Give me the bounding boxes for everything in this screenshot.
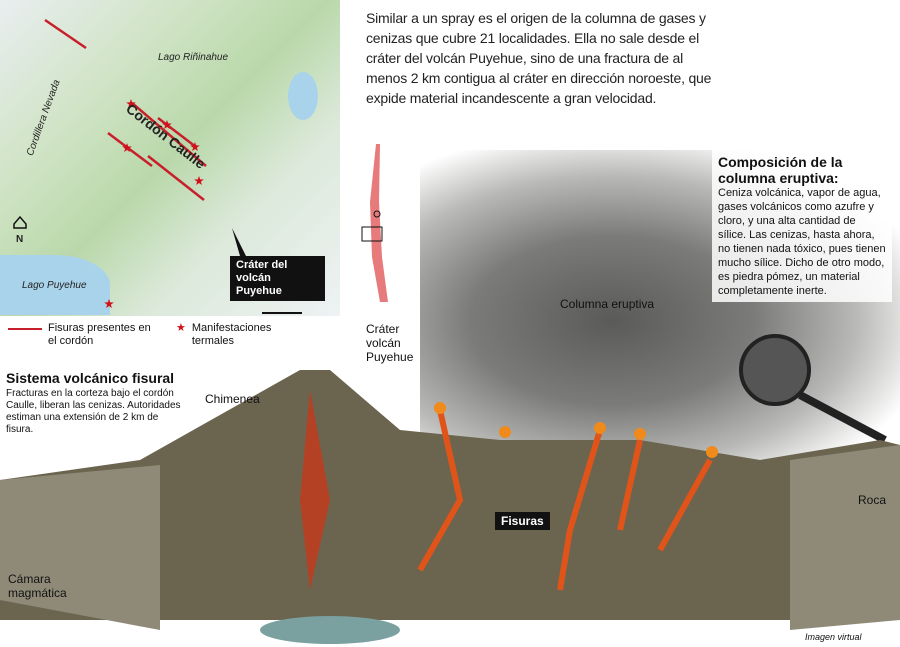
label-fisuras: Fisuras (495, 512, 550, 530)
legend-thermal: ★ Manifestaciones termales (176, 322, 302, 348)
volcano-block-diagram (0, 370, 900, 644)
image-credit: Imagen virtual (805, 632, 862, 642)
lake (288, 72, 318, 120)
crater-label: Cráter del volcán Puyehue (230, 256, 325, 301)
north-arrow-icon (13, 215, 27, 229)
label-roca: Roca (858, 493, 887, 507)
system-title: Sistema volcánico fisural (6, 370, 175, 386)
star-icon: ★ (176, 322, 186, 334)
fissure-line-icon (8, 328, 42, 330)
system-body: Fracturas en la corteza bajo el cordón C… (6, 388, 181, 435)
legend-thermal-label: Manifestaciones termales (191, 322, 272, 347)
lake-puyehue (0, 255, 110, 315)
composition-box: Composición de la columna eruptiva: Ceni… (712, 150, 892, 302)
label-lago-puyehue: Lago Puyehue (22, 280, 87, 291)
legend-fissures-label: Fisuras presentes en el cordón (48, 322, 151, 347)
label-lago-rininahue: Lago Riñinahue (158, 52, 229, 63)
legend-fissures: Fisuras presentes en el cordón (8, 322, 158, 348)
north-label: N (16, 234, 24, 245)
label-chimenea: Chimenea (205, 392, 260, 406)
fissure-lines (13, 18, 302, 314)
magnifier-icon (739, 334, 887, 444)
location-map: Lago Riñinahue Cordillera Nevada Cordón … (0, 0, 340, 316)
system-description: Sistema volcánico fisural Fracturas en l… (6, 370, 182, 436)
composition-title: Composición de la columna eruptiva: (718, 154, 843, 186)
chile-map-icon (361, 144, 388, 302)
label-crater: Cráter volcán Puyehue (366, 322, 414, 364)
headline-text: Similar a un spray es el origen de la co… (366, 8, 716, 108)
label-camara: Cámara magmática (8, 572, 67, 600)
label-columna: Columna eruptiva (560, 297, 655, 311)
composition-body: Ceniza volcánica, vapor de agua, gases v… (718, 187, 886, 297)
